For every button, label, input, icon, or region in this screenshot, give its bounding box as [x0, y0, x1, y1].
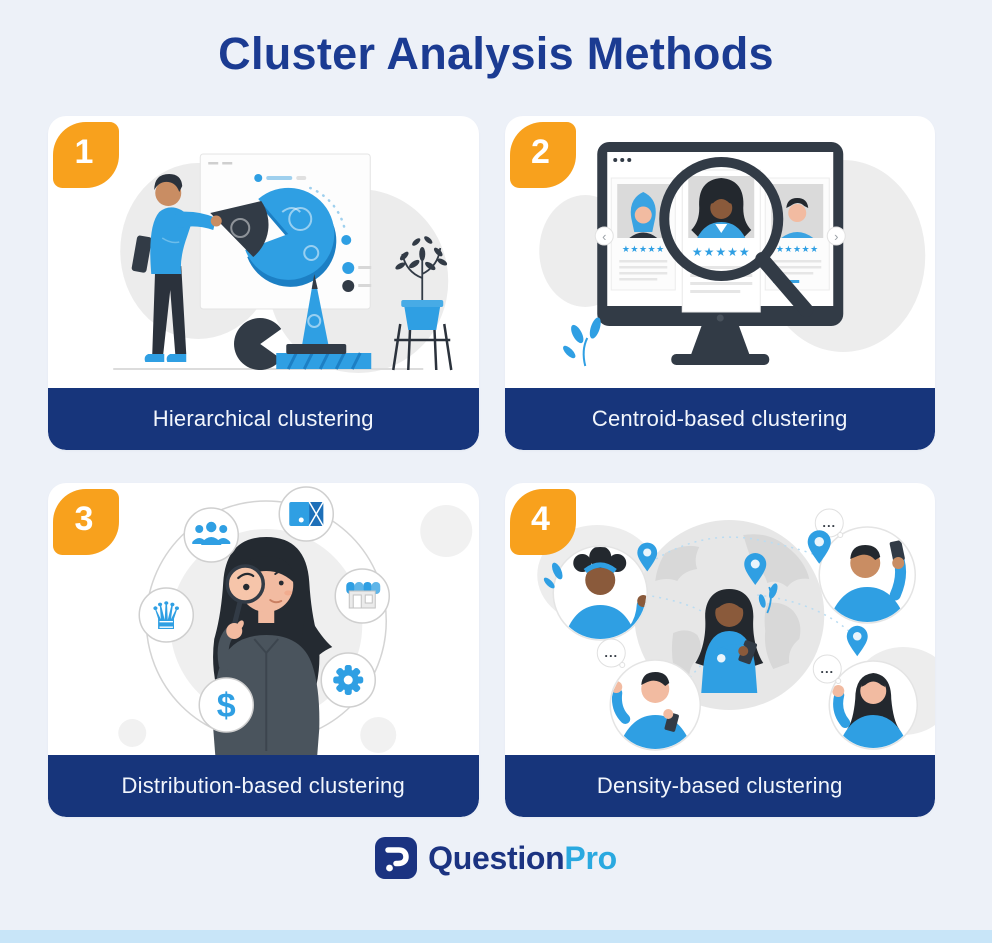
gear-badge	[320, 652, 376, 708]
card-label-bar-1: Hierarchical clustering	[48, 388, 479, 450]
globe-icon	[633, 520, 824, 710]
infographic-page: { "title": "Cluster Analysis Methods", "…	[0, 28, 992, 943]
person-bottom-right	[828, 660, 918, 750]
magnifier-icon	[658, 157, 813, 317]
card-number-badge-1: 1	[53, 122, 119, 188]
ellipsis-text: ...	[820, 661, 834, 676]
ellipsis-text: ...	[604, 645, 618, 660]
store-badge	[334, 568, 390, 624]
cards-grid: 1	[48, 116, 935, 817]
ellipsis-text: ...	[822, 515, 836, 530]
card-label-bar-4: Density-based clustering	[504, 755, 935, 817]
people-group-badge	[183, 507, 239, 563]
leaf-decoration-icon	[562, 317, 601, 367]
dollar-badge: $	[198, 677, 254, 733]
carousel-next-button[interactable]: ›	[826, 226, 846, 246]
location-pin-icon	[710, 647, 732, 679]
card-number: 2	[531, 132, 550, 171]
centroid-clustering-illustration: ★★★★★ ★★★★★	[505, 116, 936, 388]
speech-bubble: ...	[812, 654, 842, 684]
location-pin-icon	[636, 542, 657, 572]
card-density-clustering: 4	[504, 483, 935, 817]
card-label-bar-3: Distribution-based clustering	[48, 755, 479, 817]
leaf-decoration-center	[758, 583, 778, 614]
questionpro-logo: QuestionPro	[0, 837, 992, 879]
people-group-icon	[192, 521, 231, 545]
distribution-clustering-illustration: ♛ $	[48, 483, 479, 755]
hierarchical-clustering-illustration	[48, 116, 479, 388]
card-label: Distribution-based clustering	[121, 773, 405, 798]
location-pin-icon	[807, 530, 831, 564]
people-around-globe-icon: ...	[536, 508, 935, 751]
chevron-right-icon: ›	[834, 229, 838, 244]
woman-magnifier-icons-icon: ♛ $	[84, 486, 473, 755]
chart-window-badge	[278, 486, 334, 542]
carousel-prev-button[interactable]: ‹	[594, 226, 614, 246]
card-hierarchical-clustering: 1	[48, 116, 479, 450]
card-centroid-clustering: 2	[504, 116, 936, 450]
cone-and-shapes-icon	[234, 274, 372, 371]
card-number-badge-4: 4	[509, 489, 576, 555]
profile-card-center: ★★★★★	[681, 169, 761, 313]
chess-piece-icon: ♛	[149, 596, 183, 638]
card-label: Centroid-based clustering	[591, 406, 848, 431]
star-rating: ★★★★★	[621, 244, 664, 254]
dollar-icon: $	[217, 687, 236, 725]
potted-plant-icon	[392, 236, 453, 371]
density-clustering-illustration: ...	[505, 483, 935, 755]
card-number-badge-2: 2	[509, 122, 576, 188]
card-label-bar-2: Centroid-based clustering	[504, 388, 935, 450]
presenter-man-icon	[131, 174, 222, 362]
monitor-candidate-search-icon: ★★★★★ ★★★★★	[538, 142, 925, 367]
store-icon	[346, 582, 381, 609]
card-number-badge-3: 3	[53, 489, 119, 555]
card-number: 3	[74, 499, 94, 538]
card-label: Hierarchical clustering	[152, 406, 374, 431]
card-distribution-clustering: 3	[48, 483, 479, 817]
card-number: 4	[531, 499, 550, 538]
pie-slice-in-hand-icon	[210, 201, 269, 257]
brand-question: Question	[428, 839, 565, 876]
star-rating: ★★★★★	[691, 245, 750, 259]
brand-pro: Pro	[564, 839, 617, 876]
chart-window-icon	[289, 501, 324, 527]
pie-chart-board-icon	[199, 153, 372, 310]
star-rating: ★★★★★	[775, 244, 818, 254]
person-top-right	[818, 526, 916, 624]
location-pin-icon	[846, 625, 868, 657]
location-pin-icon	[743, 553, 766, 585]
person-bottom-left	[609, 659, 701, 751]
brand-wordmark: QuestionPro	[428, 840, 617, 877]
chess-piece-badge: ♛	[138, 587, 194, 643]
person-top-left	[552, 545, 648, 641]
speech-bubble: ...	[596, 638, 626, 668]
leaf-decoration-left	[543, 562, 563, 589]
bottom-strip	[0, 930, 992, 943]
man-presenting-pie-chart-icon	[113, 153, 453, 373]
questionpro-mark-icon	[375, 837, 418, 879]
card-number: 1	[74, 132, 94, 171]
page-title: Cluster Analysis Methods	[218, 28, 774, 79]
card-label: Density-based clustering	[596, 773, 843, 798]
chevron-left-icon: ‹	[602, 229, 606, 244]
speech-bubble: ...	[814, 508, 844, 538]
